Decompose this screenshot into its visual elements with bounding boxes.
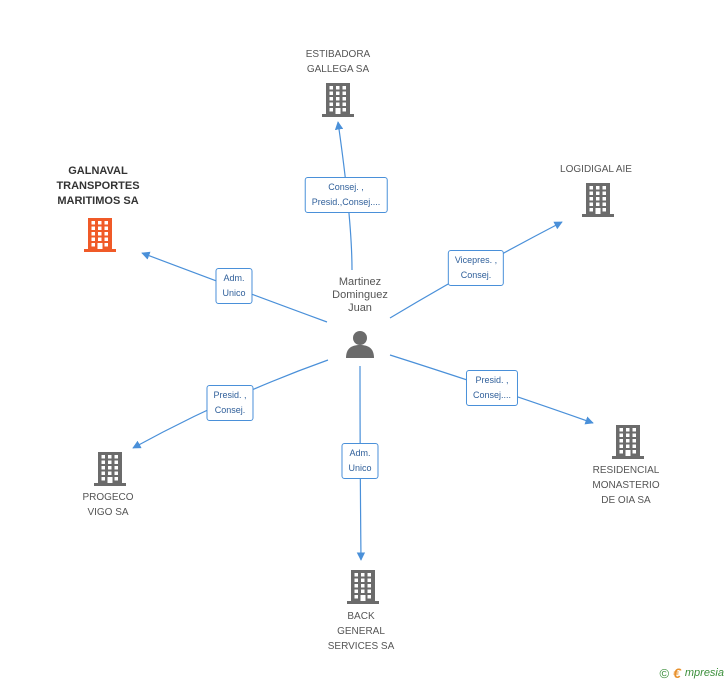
company-label-progeco[interactable]: PROGECO VIGO SA (82, 492, 134, 518)
person-icon[interactable] (345, 330, 375, 363)
building-icon[interactable] (347, 570, 379, 609)
footer-brand: © €mpresia (659, 665, 724, 681)
edge-label-estibadora[interactable]: Consej. , Presid.,Consej.... (304, 177, 388, 213)
company-label-back[interactable]: BACK GENERAL SERVICES SA (327, 611, 395, 652)
building-icon[interactable] (612, 425, 644, 464)
company-label-galnaval[interactable]: GALNAVAL TRANSPORTES MARITIMOS SA (56, 165, 140, 207)
edge-label-galnaval[interactable]: Adm. Unico (215, 268, 253, 304)
company-label-estibadora[interactable]: ESTIBADORA GALLEGA SA (305, 49, 371, 75)
building-icon[interactable] (94, 452, 126, 491)
edge-label-back[interactable]: Adm. Unico (341, 443, 379, 479)
person-label[interactable]: Martinez Dominguez Juan (332, 276, 388, 314)
edge-label-logidigal[interactable]: Vicepres. , Consej. (447, 250, 505, 286)
brand-name: mpresia (684, 667, 724, 679)
edge-label-progeco[interactable]: Presid. , Consej. (206, 385, 254, 421)
edge-label-residencial[interactable]: Presid. , Consej.... (465, 370, 519, 406)
building-icon[interactable] (84, 218, 116, 257)
building-icon[interactable] (582, 183, 614, 222)
copyright-symbol: © (659, 665, 670, 681)
company-label-logidigal[interactable]: LOGIDIGAL AIE (560, 164, 632, 175)
brand-logo-e: € (673, 665, 681, 681)
building-icon[interactable] (322, 83, 354, 122)
company-label-residencial[interactable]: RESIDENCIAL MONASTERIO DE OIA SA (592, 465, 660, 506)
